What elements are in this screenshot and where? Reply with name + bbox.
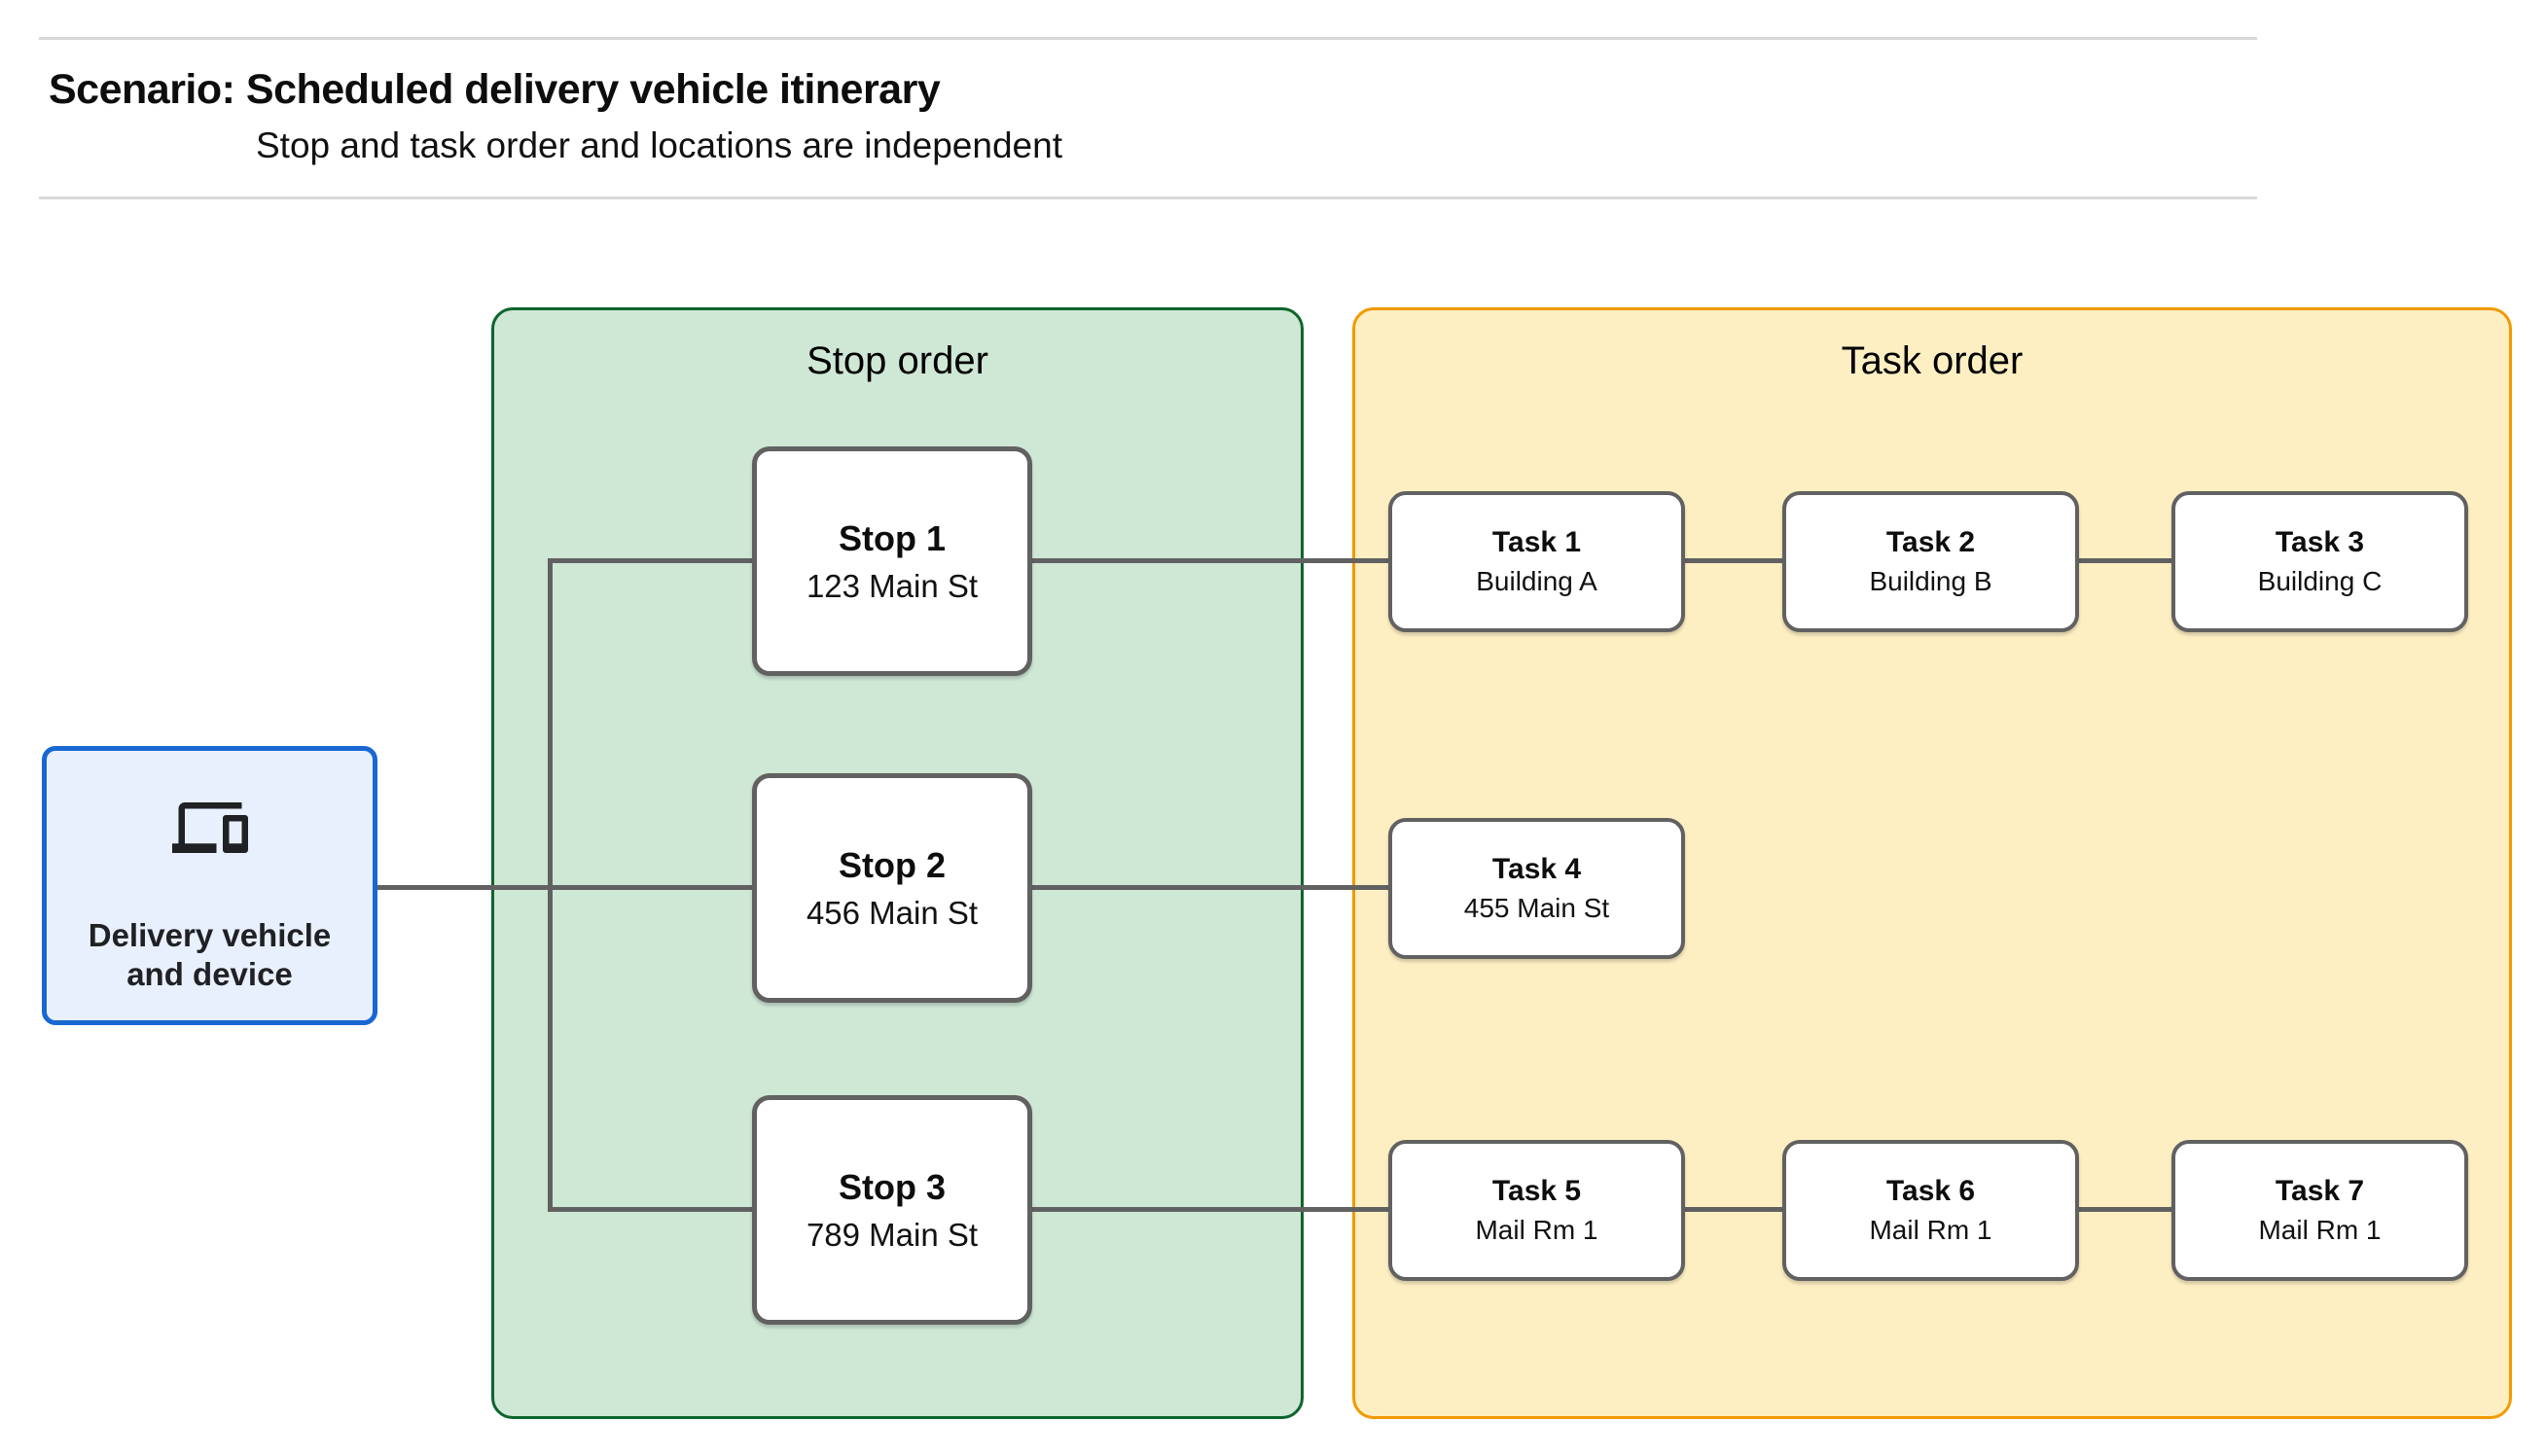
- connector-vehicle-to-stop2: [377, 885, 752, 890]
- stop-order-panel-title: Stop order: [807, 339, 988, 382]
- stop-3-address: 789 Main St: [806, 1216, 979, 1253]
- task-2-location: Building B: [1869, 566, 1992, 596]
- connector-task5-to-task6: [1685, 1207, 1782, 1212]
- task-5-title: Task 5: [1491, 1175, 1582, 1207]
- task-1-location: Building A: [1476, 566, 1597, 596]
- page-subtitle: Stop and task order and locations are in…: [256, 125, 1062, 165]
- devices-icon: [171, 802, 248, 853]
- connector-trunk-to-stop1: [548, 558, 752, 563]
- stop-node-1: Stop 1 123 Main St: [752, 446, 1032, 676]
- task-node-5: Task 5 Mail Rm 1: [1388, 1140, 1685, 1281]
- task-3-title: Task 3: [2275, 526, 2365, 558]
- connector-task6-to-task7: [2079, 1207, 2171, 1212]
- task-order-panel-title: Task order: [1841, 339, 2024, 382]
- stop-2-title: Stop 2: [838, 844, 946, 885]
- task-node-4: Task 4 455 Main St: [1388, 818, 1685, 959]
- task-2-title: Task 2: [1885, 526, 1976, 558]
- task-6-title: Task 6: [1885, 1175, 1976, 1207]
- task-node-2: Task 2 Building B: [1782, 491, 2079, 632]
- connector-trunk-to-stop3: [548, 1207, 752, 1212]
- connector-stop1-to-task1: [1032, 558, 1388, 563]
- stop-1-title: Stop 1: [838, 517, 946, 558]
- task-3-location: Building C: [2257, 566, 2383, 596]
- stop-node-3: Stop 3 789 Main St: [752, 1095, 1032, 1325]
- stop-1-address: 123 Main St: [806, 567, 979, 604]
- stop-2-address: 456 Main St: [806, 894, 979, 931]
- delivery-vehicle-label: Delivery vehicle and device: [88, 917, 332, 993]
- stop-3-title: Stop 3: [838, 1166, 946, 1207]
- connector-task2-to-task3: [2079, 558, 2171, 563]
- task-node-7: Task 7 Mail Rm 1: [2171, 1140, 2468, 1281]
- connector-stop3-to-task5: [1032, 1207, 1388, 1212]
- task-7-location: Mail Rm 1: [2258, 1215, 2382, 1245]
- connector-task1-to-task2: [1685, 558, 1782, 563]
- task-5-location: Mail Rm 1: [1475, 1215, 1598, 1245]
- task-node-3: Task 3 Building C: [2171, 491, 2468, 632]
- page-title: Scenario: Scheduled delivery vehicle iti…: [49, 66, 941, 113]
- connector-trunk: [548, 558, 553, 1212]
- stop-node-2: Stop 2 456 Main St: [752, 773, 1032, 1003]
- divider-bottom: [39, 196, 2257, 199]
- task-7-title: Task 7: [2275, 1175, 2365, 1207]
- divider-top: [39, 37, 2257, 40]
- connector-stop2-to-task4: [1032, 885, 1388, 890]
- task-node-1: Task 1 Building A: [1388, 491, 1685, 632]
- task-6-location: Mail Rm 1: [1869, 1215, 1992, 1245]
- task-4-location: 455 Main St: [1463, 893, 1610, 923]
- task-node-6: Task 6 Mail Rm 1: [1782, 1140, 2079, 1281]
- delivery-vehicle-node: Delivery vehicle and device: [42, 746, 377, 1025]
- task-1-title: Task 1: [1491, 526, 1582, 558]
- task-4-title: Task 4: [1491, 853, 1582, 885]
